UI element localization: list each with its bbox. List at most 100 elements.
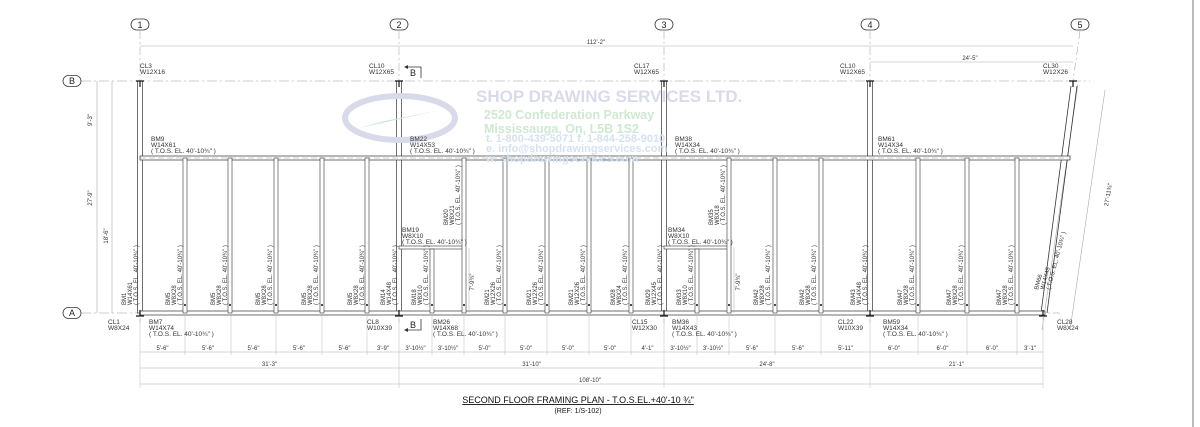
watermark-phone: t. 1-800-439-5071 f. 1-844-258-9010 — [486, 133, 665, 145]
joist-end-marker — [463, 304, 465, 306]
dim-spacing: 3'-10½" — [703, 345, 723, 352]
dim-bay4-top: 24'-5" — [962, 56, 977, 62]
column-mark: CL10 — [369, 63, 385, 70]
joist-member — [726, 157, 732, 314]
joist-mark: BM47 — [898, 289, 904, 305]
dim-spacing: 5'-6" — [746, 346, 758, 352]
dim-left-upper: 9'-3" — [88, 114, 94, 126]
slanted-beam-bm66 — [1040, 85, 1078, 314]
joist-mark: BM18 — [412, 289, 418, 305]
column-mark: CL10 — [840, 63, 856, 70]
beam-mark: BM59 — [883, 319, 900, 326]
dim-spacing: 5'-0" — [604, 346, 616, 352]
joist-elevation: ( T.O.S. EL. 40'-10¾" ) — [959, 245, 965, 305]
joist-end-marker — [431, 304, 433, 306]
joist-end-marker — [630, 304, 632, 306]
grid-bubble-4 — [860, 18, 880, 31]
joist-size: W8X18 — [715, 205, 721, 225]
beam-elevation: ( T.O.S. EL. 40'-10¾" ) — [402, 239, 467, 246]
watermark-logo-swoosh — [360, 110, 440, 128]
beam-mark: BM7 — [149, 319, 163, 326]
beam-elevation: ( T.O.S. EL. 40'-10¾" ) — [672, 331, 737, 338]
joist-mark: BM5 — [302, 292, 308, 305]
dim-spacing: 5'-6" — [157, 346, 169, 352]
beam-size: W14X74 — [149, 325, 174, 332]
beam-elevation: ( T.O.S. EL. 40'-10¾" ) — [883, 331, 948, 338]
grid-bubble-1 — [130, 18, 150, 31]
joist-size: W8X10 — [418, 285, 424, 305]
beam-size: W8X10 — [402, 233, 424, 240]
beam-mark: BM61 — [878, 136, 895, 143]
joist-size: W8X28 — [172, 285, 178, 305]
joist-mark: BM29 — [646, 289, 652, 305]
joist-elevation: ( T.O.S. EL. 40'-10¾" ) — [268, 245, 274, 305]
watermark-logo — [342, 93, 458, 143]
section-marker-bottom: B — [404, 319, 422, 332]
grid-bubble-3 — [654, 18, 674, 31]
joist-elevation: ( T.O.S. EL. 40'-10¾" ) — [689, 245, 695, 305]
dim-spacing: 6'-0" — [986, 346, 998, 352]
joist-end-marker — [966, 304, 968, 306]
joist-member — [694, 248, 700, 314]
joist-elevation: ( T.O.S. EL. 40'-10¾" ) — [863, 245, 869, 305]
joist-member — [182, 157, 188, 314]
dim-overall-top: 112'-2" — [587, 40, 605, 46]
joist-end-marker — [1016, 304, 1018, 306]
joist-size: W8X28 — [308, 285, 314, 305]
column-symbol — [136, 80, 144, 87]
joist-elevation: ( T.O.S. EL. 40'-10¾" ) — [1009, 245, 1015, 305]
watermark-email: e. info@shopdrawingservices.com — [486, 143, 667, 155]
column-size: W10X39 — [367, 325, 392, 332]
joist-elevation: ( T.O.S. EL. 40'-10¾" ) — [910, 245, 916, 305]
joist-end-marker — [229, 304, 231, 306]
joist-end-marker — [696, 304, 698, 306]
grid-label-2: 2 — [396, 20, 401, 30]
grid-label-1: 1 — [137, 20, 142, 30]
joist-elevation: ( T.O.S. EL. 40'-10¾" ) — [424, 245, 430, 305]
joist-end-marker — [184, 304, 186, 306]
beam-mark: BM19 — [402, 227, 419, 234]
beam-size: W14X53 — [410, 142, 435, 149]
dim-line-slanted — [1069, 89, 1106, 331]
short-beam — [663, 245, 730, 250]
joist-size: W8X24 — [617, 285, 623, 305]
joist-member — [319, 157, 325, 314]
column-mark: CL22 — [838, 319, 854, 326]
joist-end-marker — [588, 304, 590, 306]
joist-end-marker — [275, 304, 277, 306]
column-size: W8X24 — [108, 325, 130, 332]
beam-mark: BM9 — [151, 136, 165, 143]
joist-size: W8X10 — [683, 285, 689, 305]
joist-end-marker — [321, 304, 323, 306]
column-mark: CL1 — [108, 319, 120, 326]
joist-mark: BM20 — [444, 209, 450, 225]
joist-elevation: ( T.O.S. EL. 40'-10¾" ) — [581, 245, 587, 305]
joist-member — [964, 157, 970, 314]
beam-elevation: ( T.O.S. EL. 40'-10¾" ) — [668, 239, 733, 246]
dim-spacing: 3'-10½" — [438, 345, 458, 352]
joist-mark: BM5 — [256, 292, 262, 305]
joist-size: W8X28 — [904, 285, 910, 305]
joist-size: W8X28 — [953, 285, 959, 305]
dim-bay2-inner: 7'-9¾" — [470, 274, 476, 291]
joist-elevation: ( T.O.S. EL. 40'-10¾" ) — [812, 245, 818, 305]
grid-label-4: 4 — [867, 20, 872, 30]
joist-size: W8X28 — [217, 285, 223, 305]
joist-elevation: ( T.O.S. EL. 40'-10¾" ) — [134, 245, 140, 305]
joist-size: W12X45 — [652, 281, 658, 305]
joist-end-marker — [917, 304, 919, 306]
beam-elevation: ( T.O.S. EL. 40'-10¾" ) — [878, 148, 943, 155]
joist-size: W8X28 — [806, 285, 812, 305]
joist-elevation: ( T.O.S. EL. 40'-10¾" ) — [456, 165, 462, 225]
joist-member — [1014, 157, 1020, 314]
dim-bay-total: 31'-10" — [522, 362, 541, 368]
dim-spacing: 5'-0" — [479, 346, 491, 352]
joist-member — [628, 157, 634, 314]
joist-size: W8X28 — [262, 285, 268, 305]
joist-size: W12X26 — [491, 281, 497, 305]
joist-end-marker — [546, 304, 548, 306]
joist-elevation: ( T.O.S. EL. 40'-10¾" ) — [766, 245, 772, 305]
column-size: W8X24 — [1057, 325, 1079, 332]
